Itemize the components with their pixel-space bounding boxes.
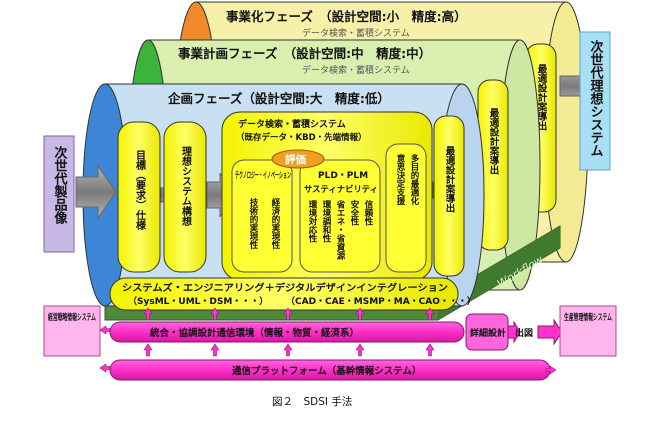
business-plan-phase-title: 事業計画フェーズ （設計空間:中 精度:中）	[178, 46, 431, 61]
optimal-design-column-front	[433, 115, 465, 277]
ideal-system-column	[163, 121, 207, 273]
econ-feasibility-label: 経済的実現性	[270, 197, 280, 250]
systems-engineering-bar	[109, 277, 459, 311]
systems-right-tools: （CAD・CAE・MSMP・MA・CAO・・・）	[286, 296, 476, 307]
optimal-design-label-mid: 最適設計案導出	[488, 107, 501, 175]
comm-platform-label: 通信プラットフォーム（基幹情報システム）	[232, 365, 421, 377]
planning-phase-title: 企画フェーズ（設計空間:大 精度:低）	[167, 91, 390, 106]
innovation-subcolumn	[231, 159, 293, 273]
reliability-label: 信頼性	[363, 199, 374, 226]
goal-spec-label: 目標（要求）仕様	[134, 150, 147, 231]
next-gen-ideal-box	[579, 31, 611, 171]
tech-feasibility-label: 技術的実現性	[248, 197, 259, 250]
pld-plm-label: PLD・PLM	[318, 171, 368, 181]
figure-caption: 図２ SDSI 手法	[272, 395, 352, 408]
data-search-subtitle: （既存データ・KBD・先端情報）	[236, 132, 367, 143]
multi-objective-label: 多目的最適化	[409, 153, 419, 206]
data-search-title: データ検索・蓄積システム	[238, 118, 346, 130]
safety-label: 安全性	[349, 199, 360, 226]
mgmt-info-box	[43, 305, 101, 357]
commercialization-phase-title: 事業化フェーズ （設計空間:小 精度:高）	[226, 9, 467, 24]
input-arrow	[75, 164, 117, 220]
faded-search-label-back: データ検索・蓄積システム	[302, 27, 410, 39]
ideal-system-label: 理想システム構想	[180, 146, 193, 226]
prod-mgmt-box	[559, 305, 617, 357]
detail-design-label: 詳細設計	[470, 327, 506, 339]
evaluation-badge	[271, 149, 325, 169]
sustainability-label: サスティナビリティ	[304, 184, 378, 195]
env-adapt-label: 環境対応性	[307, 199, 318, 243]
vertical-connectors	[99, 307, 557, 375]
next-gen-product-box	[43, 135, 75, 253]
systems-left-tools: （SysML・UML・DSM・・・）	[128, 296, 268, 307]
evaluation-label: 評価	[285, 153, 306, 166]
mgmt-info-label-1: 経営戦略情報システム	[48, 312, 96, 323]
env-harmony-label: 環境調和性	[321, 199, 331, 243]
optimal-design-label-front: 最適設計案導出	[444, 145, 457, 213]
systems-engineering-title: システムズ・エンジニアリング＋デジタルデザインインテグレーション	[122, 282, 448, 294]
detail-to-drawing-arrow	[507, 320, 521, 344]
energy-resource-label: 省エネ・省資源	[335, 199, 346, 260]
goal-spec-column	[117, 121, 161, 273]
prod-mgmt-label: 生産管理情報システム	[564, 312, 612, 323]
integration-label: 統合・協調設計通信環境（情報・物質・経済系）	[150, 327, 359, 339]
next-gen-product-label: 次世代製品像	[52, 145, 69, 225]
decision-subcolumn	[385, 143, 427, 273]
next-gen-ideal-label: 次世代理想システム	[588, 39, 605, 157]
techno-innovation-label: テクノロジー・イノベーション	[235, 170, 291, 181]
to-prod-mgmt-arrow	[537, 318, 563, 346]
sustainability-subcolumn	[299, 159, 381, 273]
decision-support-label: 意思決定支援	[395, 153, 406, 206]
faded-search-label-mid: データ検索・蓄積システム	[302, 64, 410, 76]
drawing-label: 出図	[515, 327, 533, 339]
integration-bar	[109, 321, 465, 343]
